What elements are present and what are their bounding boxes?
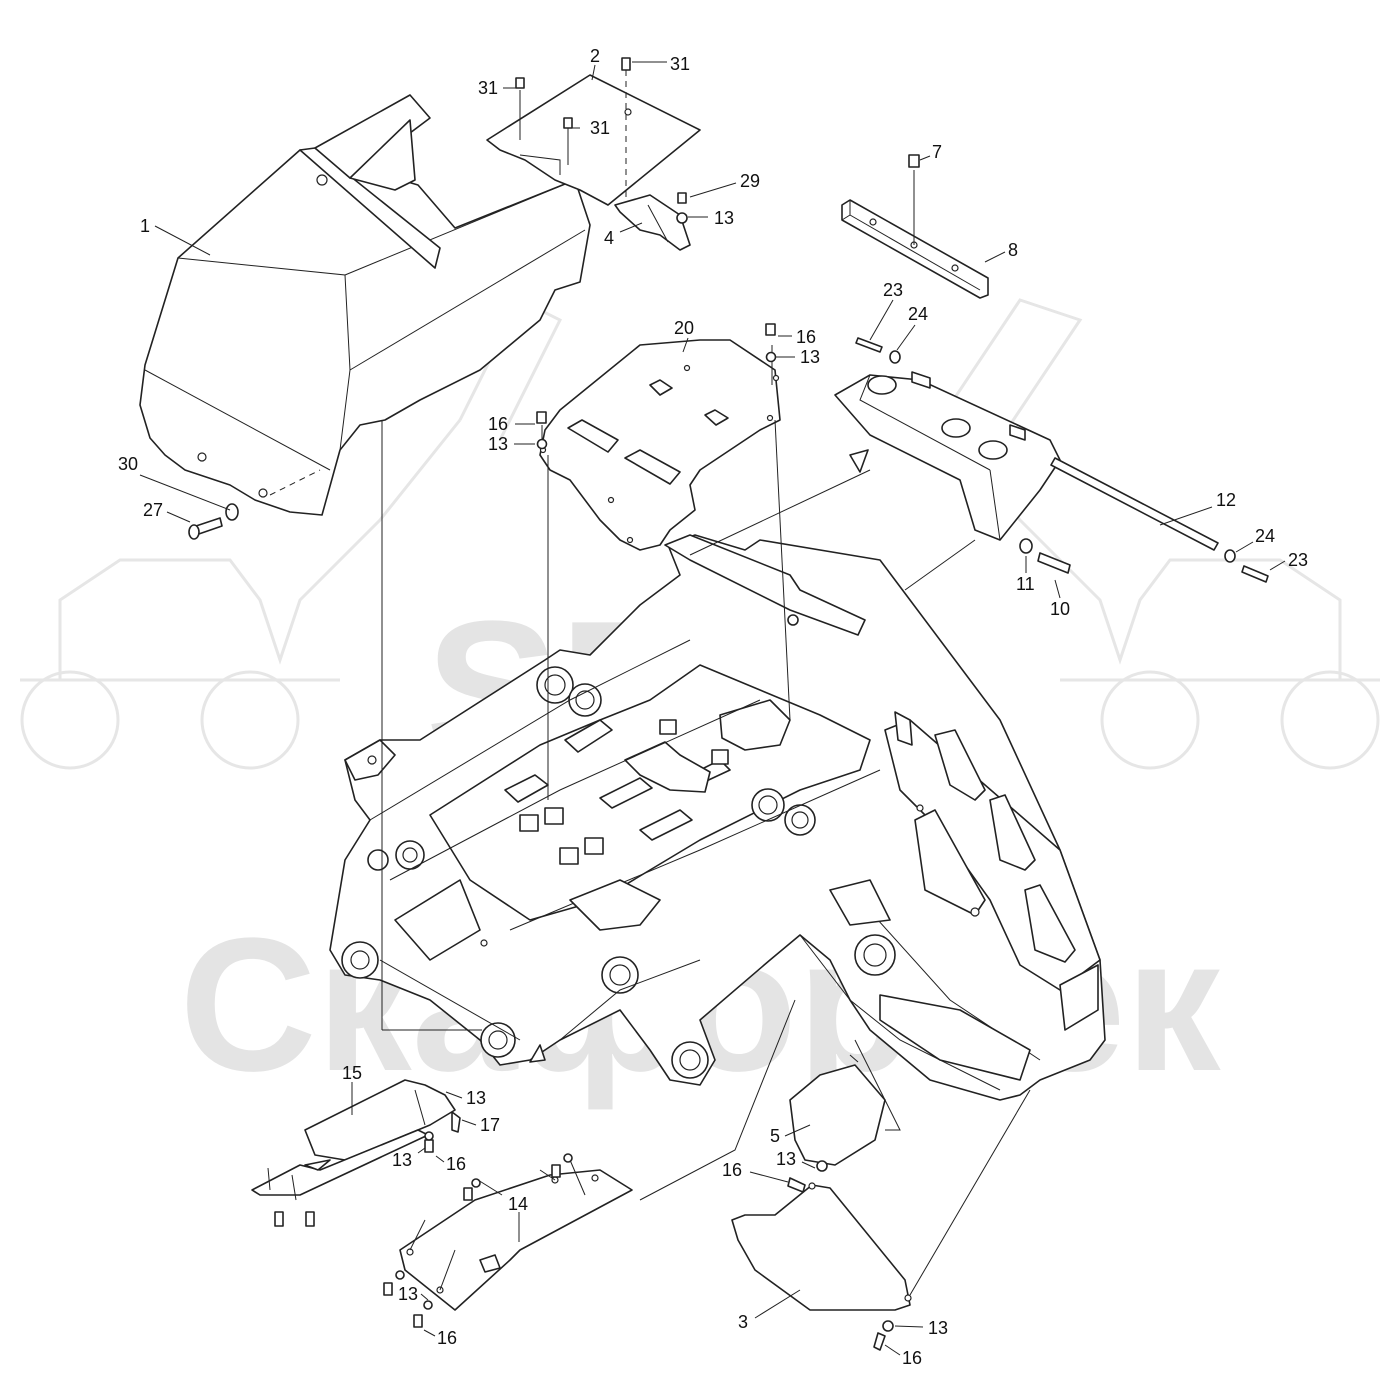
callout-12: 12 [1216,490,1236,510]
assembly-lines [381,419,1031,1296]
callout-31: 31 [590,118,610,138]
callout-13: 13 [714,208,734,228]
callout-13: 13 [776,1149,796,1169]
part-10-11-23-24-fasteners [855,337,1269,583]
callout-13: 13 [466,1088,486,1108]
callout-2: 2 [590,46,600,66]
callout-13: 13 [488,434,508,454]
callout-7: 7 [932,142,942,162]
callout-17: 17 [480,1115,500,1135]
callout-27: 27 [143,500,163,520]
callout-16: 16 [902,1348,922,1368]
callout-1: 1 [140,216,150,236]
callout-29: 29 [740,171,760,191]
callout-leaders [139,61,1286,1356]
callout-23: 23 [883,280,903,300]
main-frame [329,534,1106,1101]
callout-16: 16 [446,1154,466,1174]
callout-5: 5 [770,1126,780,1146]
watermark-loader-right [938,298,1380,770]
callout-13: 13 [800,347,820,367]
callout-24: 24 [1255,526,1275,546]
callout-16: 16 [722,1160,742,1180]
callout-16: 16 [796,327,816,347]
part-4-bracket [614,192,691,251]
callout-23: 23 [1288,550,1308,570]
callout-13: 13 [928,1318,948,1338]
callout-3: 3 [738,1312,748,1332]
part-12-rod [1050,457,1219,551]
callout-30: 30 [118,454,138,474]
callout-16: 16 [488,414,508,434]
callout-20: 20 [674,318,694,338]
callout-13: 13 [392,1150,412,1170]
part-1-hood [139,94,591,516]
callout-8: 8 [1008,240,1018,260]
callout-15: 15 [342,1063,362,1083]
callout-16: 16 [437,1328,457,1348]
part-20-plate [536,323,781,551]
part-14-cover [383,1153,633,1328]
callout-13: 13 [398,1284,418,1304]
callout-24: 24 [908,304,928,324]
part-3-cover [731,1177,912,1351]
part-8-bar [841,154,989,299]
part-2-top-plate [486,57,701,206]
callout-4: 4 [604,228,614,248]
callout-11: 11 [1016,574,1035,594]
part-27-30-bolt-washer [188,503,239,540]
callout-14: 14 [508,1194,528,1214]
callout-labels: 1 2 31 31 31 29 13 4 7 8 23 24 20 16 13 … [118,46,1308,1368]
part-mount-bracket [834,371,1061,541]
part-5-cover [789,1054,886,1172]
callout-10: 10 [1050,599,1070,619]
callout-31: 31 [478,78,498,98]
callout-31: 31 [670,54,690,74]
part-15-cover [251,1079,461,1227]
